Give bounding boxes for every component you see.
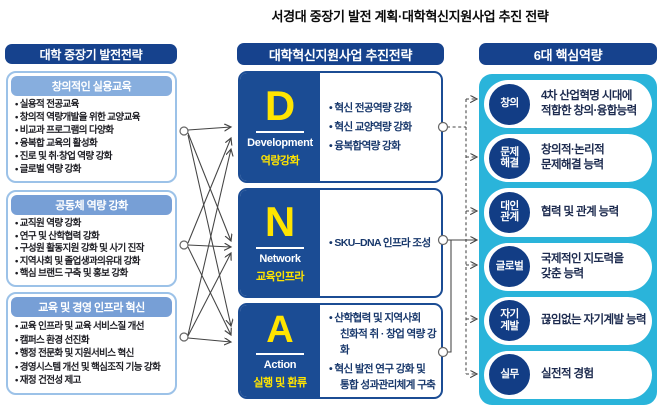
dna-item-list: 혁신 전공역량 강화 혁신 교양역량 강화 융복합역량 강화 (329, 97, 439, 158)
strategy-item: 진로 및 취·창업 역량 강화 (15, 152, 172, 162)
dna-letter-panel: D Development 역량강화 (240, 73, 320, 181)
strategy-box-title: 공동체 역량 강화 (11, 195, 172, 215)
strategy-item: 연구 및 산학협력 강화 (15, 232, 172, 242)
dna-item: 혁신 전공역량 강화 (329, 101, 439, 116)
strategy-item: 비교과 프로그램의 다양화 (15, 126, 172, 136)
competency-row-practical: 실무 실전적 경험 (484, 350, 652, 400)
competency-row-self-development: 자기 계발 끊임없는 자기계발 능력 (484, 296, 652, 345)
strategy-item-list: 교직원 역량 강화 연구 및 산학협력 강화 구성원 활동지원 강화 및 사기 … (15, 216, 172, 282)
dna-letter: N (264, 198, 296, 246)
competency-description: 실전적 경험 (541, 368, 594, 381)
competency-description: 창의적·논리적 문제해결 능력 (541, 144, 605, 172)
strategy-item: 실용적 전공교육 (15, 100, 172, 110)
strategy-item: 융복합 교육의 활성화 (15, 139, 172, 149)
strategy-box-infrastructure-innovation: 교육 및 경영 인프라 혁신 교육 인프라 및 교육 서비스질 개선 캠퍼스 환… (6, 292, 177, 395)
letter-divider (256, 246, 304, 249)
dna-detail-panel: 혁신 전공역량 강화 혁신 교양역량 강화 융복합역량 강화 (320, 73, 441, 181)
dna-letter-panel: N Network 교육인프라 (240, 190, 320, 296)
page-title: 서경대 중장기 발전 계획·대학혁신지원사업 추진 전략 (271, 9, 549, 24)
connector-node-left-1 (179, 126, 189, 136)
letter-divider (256, 130, 304, 133)
strategy-item: 지역사회 및 졸업생과의유대 강화 (15, 257, 172, 267)
dna-item: 혁신 교양역량 강화 (329, 120, 439, 135)
competency-row-problem-solving: 문제 해결 창의적·논리적 문제해결 능력 (484, 134, 652, 183)
strategy-item: 재정 건전성 제고 (15, 376, 172, 386)
dna-detail-panel: 산학협력 및 지역사회 친화적 취 · 창업 역량 강화 혁신 발전 연구 강화… (320, 305, 441, 397)
competency-description: 협력 및 관계 능력 (541, 205, 619, 218)
strategy-item-list: 실용적 전공교육 창의적 역량개발을 위한 교양교육 비교과 프로그램의 다양화… (15, 97, 172, 178)
dna-box-development: D Development 역량강화 혁신 전공역량 강화 혁신 교양역량 강화… (238, 71, 443, 183)
dna-box-action: A Action 실행 및 환류 산학협력 및 지역사회 친화적 취 · 창업 … (238, 303, 443, 399)
dna-korean-label: 역량강화 (260, 154, 300, 167)
strategy-item: 구성원 활동지원 강화 및 사기 진작 (15, 244, 172, 254)
dna-letter: D (264, 82, 296, 130)
competency-description: 국제적인 지도력을 갖춘 능력 (541, 252, 624, 280)
strategy-box-creative-education: 창의적인 실용교육 실용적 전공교육 창의적 역량개발을 위한 교양교육 비교과… (6, 71, 177, 183)
dna-letter: A (266, 308, 294, 351)
competency-row-interpersonal: 대인 관계 협력 및 관계 능력 (484, 188, 652, 237)
competency-circle: 자기 계발 (486, 297, 533, 345)
connector-node-left-2 (179, 240, 189, 250)
strategy-item: 창의적 역량개발을 위한 교양교육 (15, 113, 172, 123)
strategy-item: 행정 전문화 및 지원서비스 혁신 (15, 349, 172, 359)
competency-row-creativity: 창의 4차 산업혁명 시대에 적합한 창의·융합능력 (484, 80, 652, 129)
dna-item-list: 산학협력 및 지역사회 친화적 취 · 창업 역량 강화 혁신 발전 연구 강화… (329, 307, 439, 396)
strategy-item: 글로벌 역량 강화 (15, 165, 172, 175)
dna-korean-label: 교육인프라 (255, 270, 305, 283)
strategy-box-community-capability: 공동체 역량 강화 교직원 역량 강화 연구 및 산학협력 강화 구성원 활동지… (6, 190, 177, 287)
dna-english-label: Development (247, 136, 313, 149)
competency-description: 4차 산업혁명 시대에 적합한 창의·융합능력 (541, 90, 637, 118)
dna-korean-label: 실행 및 환류 (253, 377, 307, 390)
letter-divider (256, 353, 304, 356)
strategy-box-title: 창의적인 실용교육 (11, 76, 172, 96)
strategy-item: 경영시스템 개선 및 핵심조직 기능 강화 (15, 363, 172, 373)
dna-item: 혁신 발전 연구 강화 및 통합 성과관리체계 구축 (329, 361, 439, 393)
dna-item: 산학협력 및 지역사회 친화적 취 · 창업 역량 강화 (329, 310, 439, 358)
dna-detail-panel: SKU–DNA 인프라 조성 (320, 190, 441, 296)
strategy-item: 교직원 역량 강화 (15, 219, 172, 229)
dna-item: 융복합역량 강화 (329, 139, 439, 154)
dna-letter-panel: A Action 실행 및 환류 (240, 305, 320, 397)
competency-circle: 문제 해결 (486, 134, 533, 182)
competency-circle: 대인 관계 (486, 188, 533, 236)
dna-english-label: Action (263, 359, 297, 372)
strategy-box-title: 교육 및 경영 인프라 혁신 (11, 297, 172, 317)
competency-description: 끊임없는 자기계발 능력 (541, 314, 647, 327)
dna-item: SKU–DNA 인프라 조성 (329, 235, 439, 251)
strategy-item: 교육 인프라 및 교육 서비스질 개선 (15, 322, 172, 332)
right-column-header: 6대 핵심역량 (479, 43, 657, 65)
competency-circle: 창의 (486, 80, 533, 128)
dna-box-network: N Network 교육인프라 SKU–DNA 인프라 조성 (238, 188, 443, 298)
strategy-item-list: 교육 인프라 및 교육 서비스질 개선 캠퍼스 환경 선진화 행정 전문화 및 … (15, 318, 172, 390)
competency-row-global: 글로벌 국제적인 지도력을 갖춘 능력 (484, 242, 652, 291)
core-competency-panel: 창의 4차 산업혁명 시대에 적합한 창의·융합능력 문제 해결 창의적·논리적… (479, 74, 657, 405)
competency-circle: 글로벌 (486, 243, 533, 291)
competency-circle: 실무 (486, 351, 533, 399)
left-column-header: 대학 중장기 발전전략 (5, 44, 177, 64)
connector-node-left-3 (179, 332, 189, 342)
strategy-item: 핵심 브랜드 구축 및 홍보 강화 (15, 269, 172, 279)
dna-item-list: SKU–DNA 인프라 조성 (329, 232, 439, 254)
strategy-item: 캠퍼스 환경 선진화 (15, 336, 172, 346)
dna-english-label: Network (259, 252, 301, 265)
middle-column-header: 대학혁신지원사업 추진전략 (237, 43, 444, 65)
